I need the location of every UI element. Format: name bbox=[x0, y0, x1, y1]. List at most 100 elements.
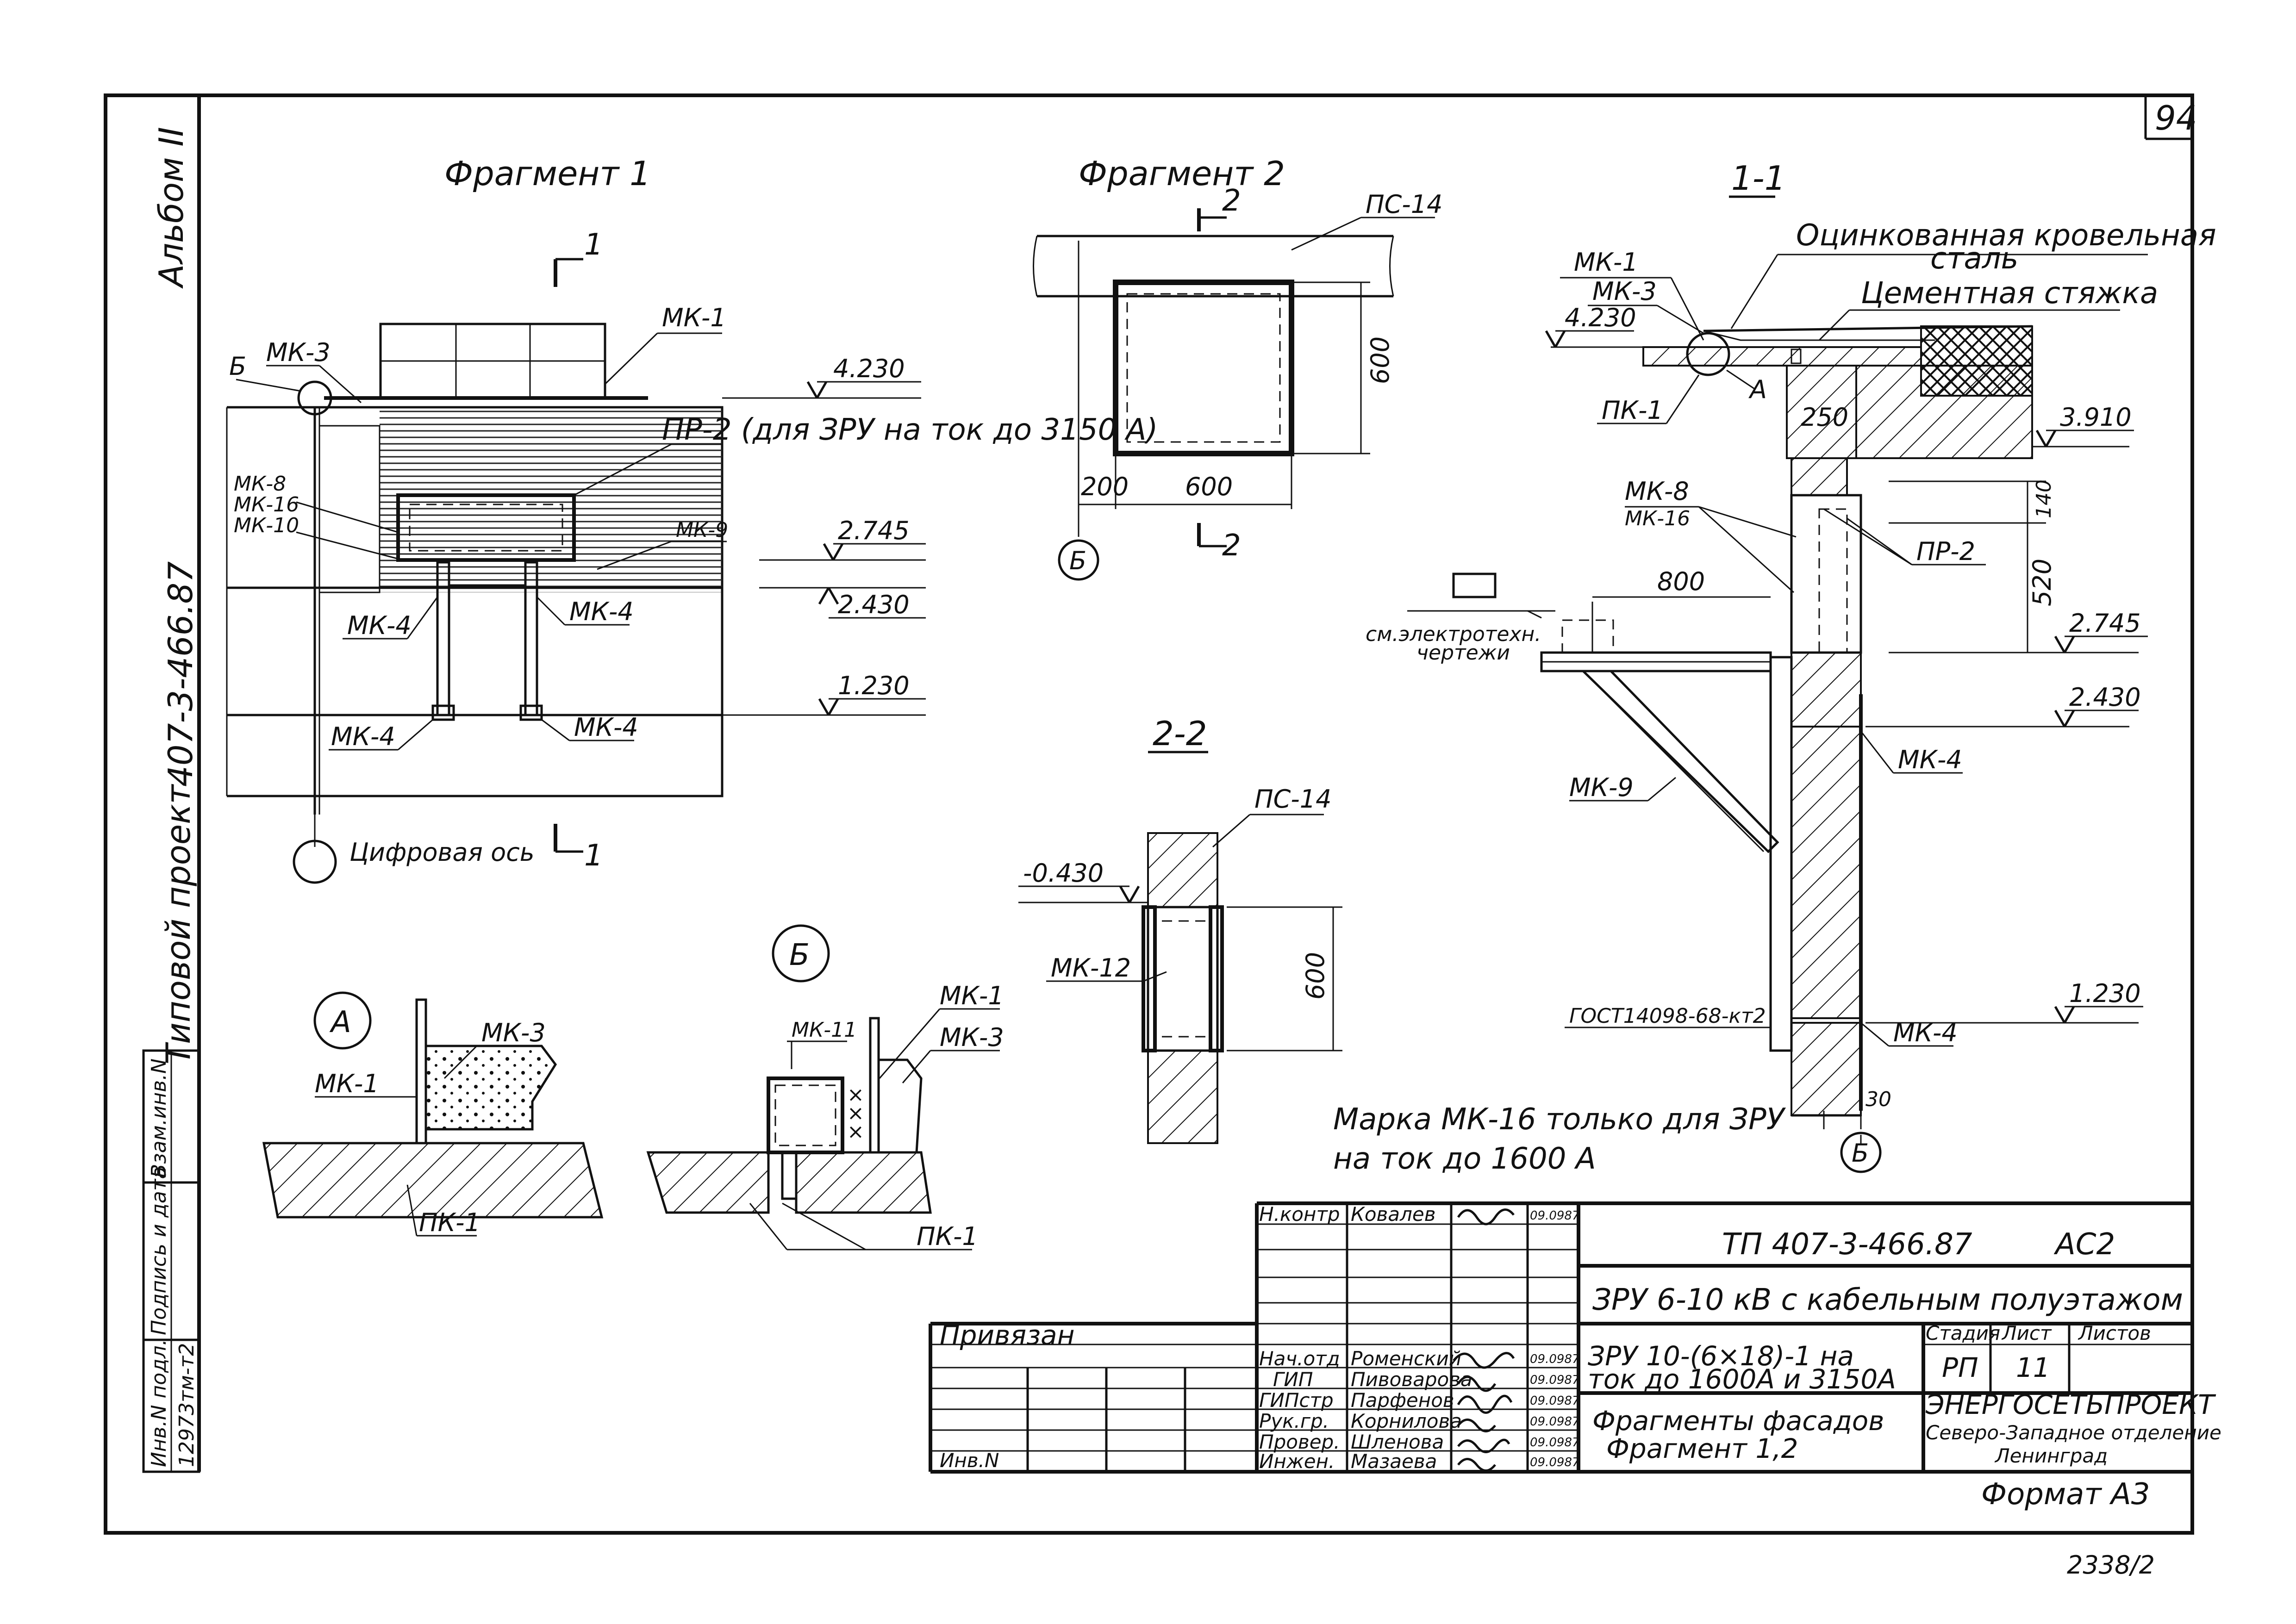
f1-mk4-c: МК-4 bbox=[331, 722, 395, 751]
s11-elev-4230: 4.230 bbox=[1565, 303, 1636, 332]
note-line-1: Марка МК-16 только для ЗРУ bbox=[1333, 1102, 1786, 1137]
tb-name: Мазаева bbox=[1351, 1450, 1437, 1473]
f2-axis-b: Б bbox=[1069, 546, 1086, 575]
tb-mark: АС2 bbox=[2053, 1227, 2115, 1262]
tb-date: 09.0987 bbox=[1530, 1436, 1580, 1450]
tb-subject-1: ЗРУ 10-(6×18)-1 на bbox=[1588, 1340, 1854, 1372]
fragment-1-title: Фрагмент 1 bbox=[444, 154, 651, 193]
note-line-2: на ток до 1600 А bbox=[1333, 1142, 1596, 1176]
tb-date: 09.0987 bbox=[1530, 1394, 1580, 1408]
tb-role: Н.контр bbox=[1259, 1203, 1340, 1226]
project-code: 407-3-466.87 bbox=[161, 561, 200, 787]
detail-b-mk3: МК-3 bbox=[940, 1023, 1004, 1052]
s22-mk12: МК-12 bbox=[1051, 953, 1131, 983]
section-1-1-title: 1-1 bbox=[1731, 159, 1786, 198]
s11-dim-800: 800 bbox=[1657, 567, 1705, 596]
tb-sheet-title-2: Фрагмент 1,2 bbox=[1606, 1433, 1798, 1464]
s11-mk1: МК-1 bbox=[1574, 248, 1638, 277]
tb-date: 09.0987 bbox=[1530, 1352, 1580, 1366]
s11-axis-b: Б bbox=[1852, 1139, 1869, 1168]
fragment-2: Фрагмент 2 2 2 ПС-14 600 200 600 Б bbox=[1033, 154, 1443, 581]
tb-person-row: Провер. Шленова 09.0987 bbox=[1259, 1431, 1580, 1453]
tb-date: 09.0987 bbox=[1530, 1373, 1580, 1387]
s22-ps14: ПС-14 bbox=[1254, 784, 1332, 814]
f1-mk9: МК-9 bbox=[676, 518, 728, 542]
detail-a-title: А bbox=[329, 1005, 351, 1039]
tb-role: Провер. bbox=[1259, 1431, 1340, 1453]
s11-pr2: ПР-2 bbox=[1916, 537, 1975, 566]
s22-dim-height: 600 bbox=[1301, 952, 1330, 1000]
f1-digital-axis: Цифровая ось bbox=[349, 838, 535, 867]
f1-mk4-a: МК-4 bbox=[347, 611, 412, 640]
tb-inv: Инв.N bbox=[940, 1449, 999, 1472]
s11-dim-140: 140 bbox=[2032, 479, 2056, 518]
tb-role: Инжен. bbox=[1259, 1450, 1335, 1473]
f1-detail-b: Б bbox=[229, 352, 246, 381]
s11-elev-2430: 2.430 bbox=[2069, 683, 2141, 712]
cut-1-bottom: 1 bbox=[584, 839, 603, 873]
tb-person-row: Рук.гр. Корнилова 09.0987 bbox=[1259, 1410, 1580, 1432]
s11-dim-520: 520 bbox=[2028, 559, 2057, 606]
f1-mk1: МК-1 bbox=[662, 303, 726, 332]
tb-date: 09.0987 bbox=[1530, 1415, 1580, 1429]
tb-org-1: ЭНЕРГОСЕТЬПРОЕКТ bbox=[1925, 1389, 2216, 1420]
tb-person-row: ГИПстр Парфенов 09.0987 bbox=[1259, 1389, 1580, 1414]
tb-sheet-header: Лист bbox=[2001, 1322, 2052, 1344]
tb-sheet-title-1: Фрагменты фасадов bbox=[1592, 1405, 1884, 1437]
tb-role: Нач.отд bbox=[1259, 1347, 1340, 1370]
f1-mk10: МК-10 bbox=[234, 514, 299, 537]
detail-b-title: Б bbox=[789, 938, 810, 972]
tb-date: 09.0987 bbox=[1530, 1209, 1580, 1223]
tb-date: 09.0987 bbox=[1530, 1456, 1580, 1469]
s11-dim-30: 30 bbox=[1866, 1088, 1891, 1111]
s11-elec-2: чертежи bbox=[1416, 641, 1510, 665]
fragment-2-title: Фрагмент 2 bbox=[1079, 154, 1285, 193]
s11-elec-1: см.электротехн. bbox=[1366, 622, 1541, 646]
tb-name: Шленова bbox=[1351, 1431, 1444, 1453]
s11-gost: ГОСТ14098-68-кт2 bbox=[1569, 1004, 1766, 1028]
s11-mk9: МК-9 bbox=[1569, 773, 1634, 802]
f1-pr2: ПР-2 (для ЗРУ на ток до 3150 А) bbox=[662, 413, 1158, 447]
section-1-1: 1-1 250 800 bbox=[1366, 159, 2216, 1173]
s11-mk3: МК-3 bbox=[1592, 277, 1657, 306]
sheet-number: 94 bbox=[2155, 99, 2197, 137]
tb-object: ЗРУ 6-10 кВ с кабельным полуэтажом bbox=[1592, 1283, 2183, 1317]
f2-cut-top: 2 bbox=[1222, 184, 1241, 218]
side-annotations: Альбом II 407-3-466.87 Типовой проект bbox=[152, 127, 200, 1064]
s11-dim-250: 250 bbox=[1801, 403, 1848, 432]
f2-dim-width: 600 bbox=[1185, 472, 1233, 501]
tb-name: Пивоварова bbox=[1351, 1368, 1472, 1391]
format-note: Формат А3 bbox=[1981, 1477, 2150, 1512]
f1-mk8: МК-8 bbox=[234, 472, 286, 496]
tb-person-row: ГИП Пивоварова 09.0987 bbox=[1273, 1368, 1580, 1392]
f1-elev-1230: 1.230 bbox=[838, 671, 910, 700]
signature bbox=[1457, 1375, 1497, 1392]
tb-sheets-header: Листов bbox=[2078, 1322, 2151, 1344]
section-2-2: 2-2 ПС-14 -0.430 МК-12 600 bbox=[1018, 714, 1342, 1144]
signature bbox=[1457, 1438, 1510, 1453]
f1-elev-2745: 2.745 bbox=[838, 516, 910, 545]
tb-sheet: 11 bbox=[2016, 1352, 2050, 1383]
s11-roof-steel-1: Оцинкованная кровельная bbox=[1796, 218, 2216, 253]
f1-mk4-d: МК-4 bbox=[574, 713, 638, 742]
stamp-signature-date: Подпись и дата bbox=[147, 1167, 171, 1335]
signature bbox=[1453, 1352, 1515, 1369]
tb-doc-code: ТП 407-3-466.87 bbox=[1722, 1227, 1972, 1262]
s11-roof-steel-2: сталь bbox=[1930, 242, 2018, 276]
detail-b-mk1: МК-1 bbox=[940, 981, 1004, 1010]
s11-elev-1230: 1.230 bbox=[2069, 979, 2141, 1008]
tb-role: ГИПстр bbox=[1259, 1389, 1334, 1412]
weld-mark-1: × bbox=[847, 1083, 864, 1107]
tb-person-row: Нач.отд Роменский 09.0987 bbox=[1259, 1347, 1580, 1370]
s11-elev-3910: 3.910 bbox=[2060, 403, 2132, 432]
detail-a-mk1: МК-1 bbox=[315, 1069, 379, 1098]
stamp-orig-inv: Инв.N подл. bbox=[147, 1339, 171, 1467]
detail-b-mk11: МК-11 bbox=[792, 1018, 857, 1042]
f1-mk4-b: МК-4 bbox=[569, 597, 634, 626]
sheet-frame bbox=[104, 93, 2194, 1535]
cut-1-top: 1 bbox=[584, 228, 603, 262]
tb-name: Ковалев bbox=[1351, 1203, 1435, 1226]
section-2-2-title: 2-2 bbox=[1153, 714, 1207, 753]
weld-mark-3: × bbox=[847, 1120, 864, 1144]
detail-a-pk1: ПК-1 bbox=[419, 1208, 480, 1237]
